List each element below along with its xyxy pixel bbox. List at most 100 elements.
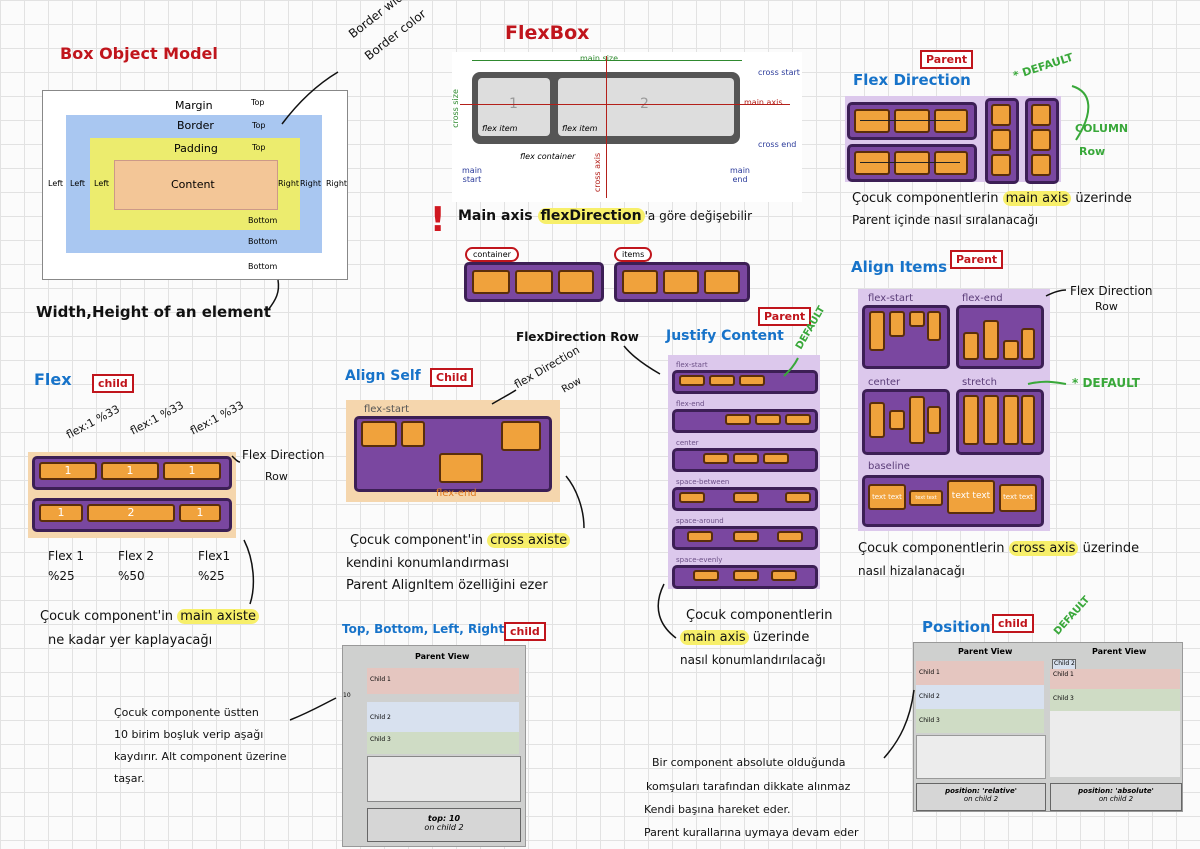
margin-left-label: Left [48, 179, 64, 188]
ai-item [869, 311, 885, 351]
content-box: Content [114, 160, 278, 210]
pos-rel-caption-2: on child 2 [963, 795, 999, 803]
align-self-tag: Child [430, 368, 474, 387]
flex-direction-default: * DEFAULT [1011, 50, 1075, 83]
pos-rel-child2-label: Child 2 [919, 693, 940, 700]
position-note-3: Kendi başına hareket eder. [644, 803, 791, 816]
row-arrow [860, 120, 960, 121]
fd-note-hl: main axis [1002, 191, 1072, 206]
justify-row-container [672, 487, 818, 511]
flex-caption-3b: %25 [198, 569, 225, 583]
ai-dir-note-1: Flex Direction [1070, 284, 1153, 298]
align-self-note-1: Çocuk component'in cross axiste [350, 530, 571, 551]
row-example [847, 102, 977, 140]
ai-baseline-item: text text [909, 490, 943, 506]
margin-label: Margin [175, 99, 213, 112]
flex-diagram: 1 1 1 1 2 1 [28, 452, 236, 538]
tblr-note-2: 10 birim boşluk verip aşağı [114, 728, 264, 741]
flex-caption-1a: Flex 1 [48, 549, 84, 563]
flex-annot-2: flex:1 %33 [128, 398, 186, 438]
flex-direction-note-1: Çocuk componentlerin main axis üzerinde [852, 188, 1132, 209]
main-size-label: main size [580, 54, 619, 63]
flex-caption-3a: Flex1 [198, 549, 231, 563]
pos-rel-child3: Child 3 [916, 709, 1044, 733]
border-box: Border Top Bottom Left Right Padding Top… [66, 115, 322, 253]
ai-item [909, 311, 925, 327]
tblr-child1-label: Child 1 [370, 676, 391, 683]
content-label: Content [171, 178, 215, 191]
main-axis-label: main axis [744, 98, 783, 107]
items-example [614, 262, 750, 302]
border-bottom-label: Bottom [248, 237, 278, 246]
position-note-4: Parent kurallarına uymaya devam eder [644, 826, 859, 839]
ai-item [983, 320, 999, 360]
justify-row-container [672, 409, 818, 433]
ai-item [889, 311, 905, 337]
border-top-label: Top [252, 121, 266, 130]
pos-rel-parent-view: Parent View [958, 647, 1013, 656]
align-items-title: Align Items [851, 258, 948, 276]
row-item [934, 109, 968, 133]
row-item [894, 109, 930, 133]
main-axis-line [460, 104, 790, 105]
column-item [991, 129, 1011, 151]
ai-item [1003, 395, 1019, 445]
container-label: container [465, 247, 519, 262]
pos-abs-child3-label: Child 3 [1053, 695, 1074, 702]
ai-item [927, 311, 941, 341]
flex-caption-1: Flex 1 %25 [48, 546, 84, 586]
as-note-hl: cross axiste [487, 533, 571, 548]
justify-row-label: center [676, 439, 699, 447]
flex-container-label: flex container [520, 152, 576, 161]
ai-note-a: Çocuk componentlerin [858, 541, 1009, 556]
column-item [991, 104, 1011, 126]
ai-center-label: center [868, 377, 901, 388]
pos-rel-caption: position: 'relative' on child 2 [916, 783, 1046, 811]
main-end-label: main end [730, 166, 750, 184]
ai-item [869, 402, 885, 438]
flex-title: Flex [34, 370, 72, 389]
arrow-justify-note [657, 583, 677, 639]
justify-item [703, 453, 729, 464]
justify-note-1: Çocuk componentlerin [686, 608, 833, 623]
align-items-tag: Parent [950, 250, 1004, 269]
pos-abs-child3: Child 3 [1050, 689, 1180, 711]
flex-note-a: Çocuk component'in [40, 609, 178, 624]
flex-direction-title: Flex Direction [853, 71, 971, 89]
tblr-note-1: Çocuk componente üstten [114, 706, 259, 719]
box-model-diagram: Margin Top Bottom Left Right Border Top … [42, 90, 348, 280]
row-reverse-arrow [860, 162, 960, 163]
justify-item [709, 375, 735, 386]
main-axis-note-suffix: 'a göre değişebilir [644, 209, 753, 223]
justify-item [785, 492, 811, 503]
tblr-child2-label: Child 2 [370, 714, 391, 721]
justify-item [763, 453, 789, 464]
position-tag: child [992, 614, 1034, 633]
align-self-title: Align Self [345, 368, 421, 384]
main-end-end: end [732, 175, 748, 184]
flex-item-2: 2 flex item [558, 78, 734, 136]
flexbox-diagram: main size cross size 1 flex item 2 flex … [451, 52, 802, 202]
ai-flex-end-label: flex-end [962, 293, 1003, 304]
justify-row-label: space-around [676, 517, 724, 525]
ai-flex-start-label: flex-start [868, 293, 914, 304]
pos-abs-empty [1050, 711, 1180, 777]
ai-item [983, 395, 999, 445]
justify-row-label: flex-start [676, 361, 708, 369]
flex-caption-2a: Flex 2 [118, 549, 154, 563]
justify-note-b: üzerinde [748, 630, 810, 645]
justify-item [739, 375, 765, 386]
justify-row-label: space-between [676, 478, 730, 486]
as-item [401, 421, 425, 447]
justify-tag: Parent [758, 307, 812, 326]
pos-abs-caption-1: position: 'absolute' [1078, 787, 1154, 795]
flex-caption-3: Flex1 %25 [198, 546, 230, 586]
as-container [354, 416, 552, 492]
justify-item [785, 414, 811, 425]
ai-center-box [862, 389, 950, 455]
padding-label: Padding [174, 142, 218, 155]
main-size-line [472, 60, 742, 61]
justify-note-3: nasıl konumlandırılacağı [680, 653, 826, 667]
tblr-ten-label: 10 [343, 692, 351, 699]
ai-baseline-item: text text [868, 484, 906, 510]
